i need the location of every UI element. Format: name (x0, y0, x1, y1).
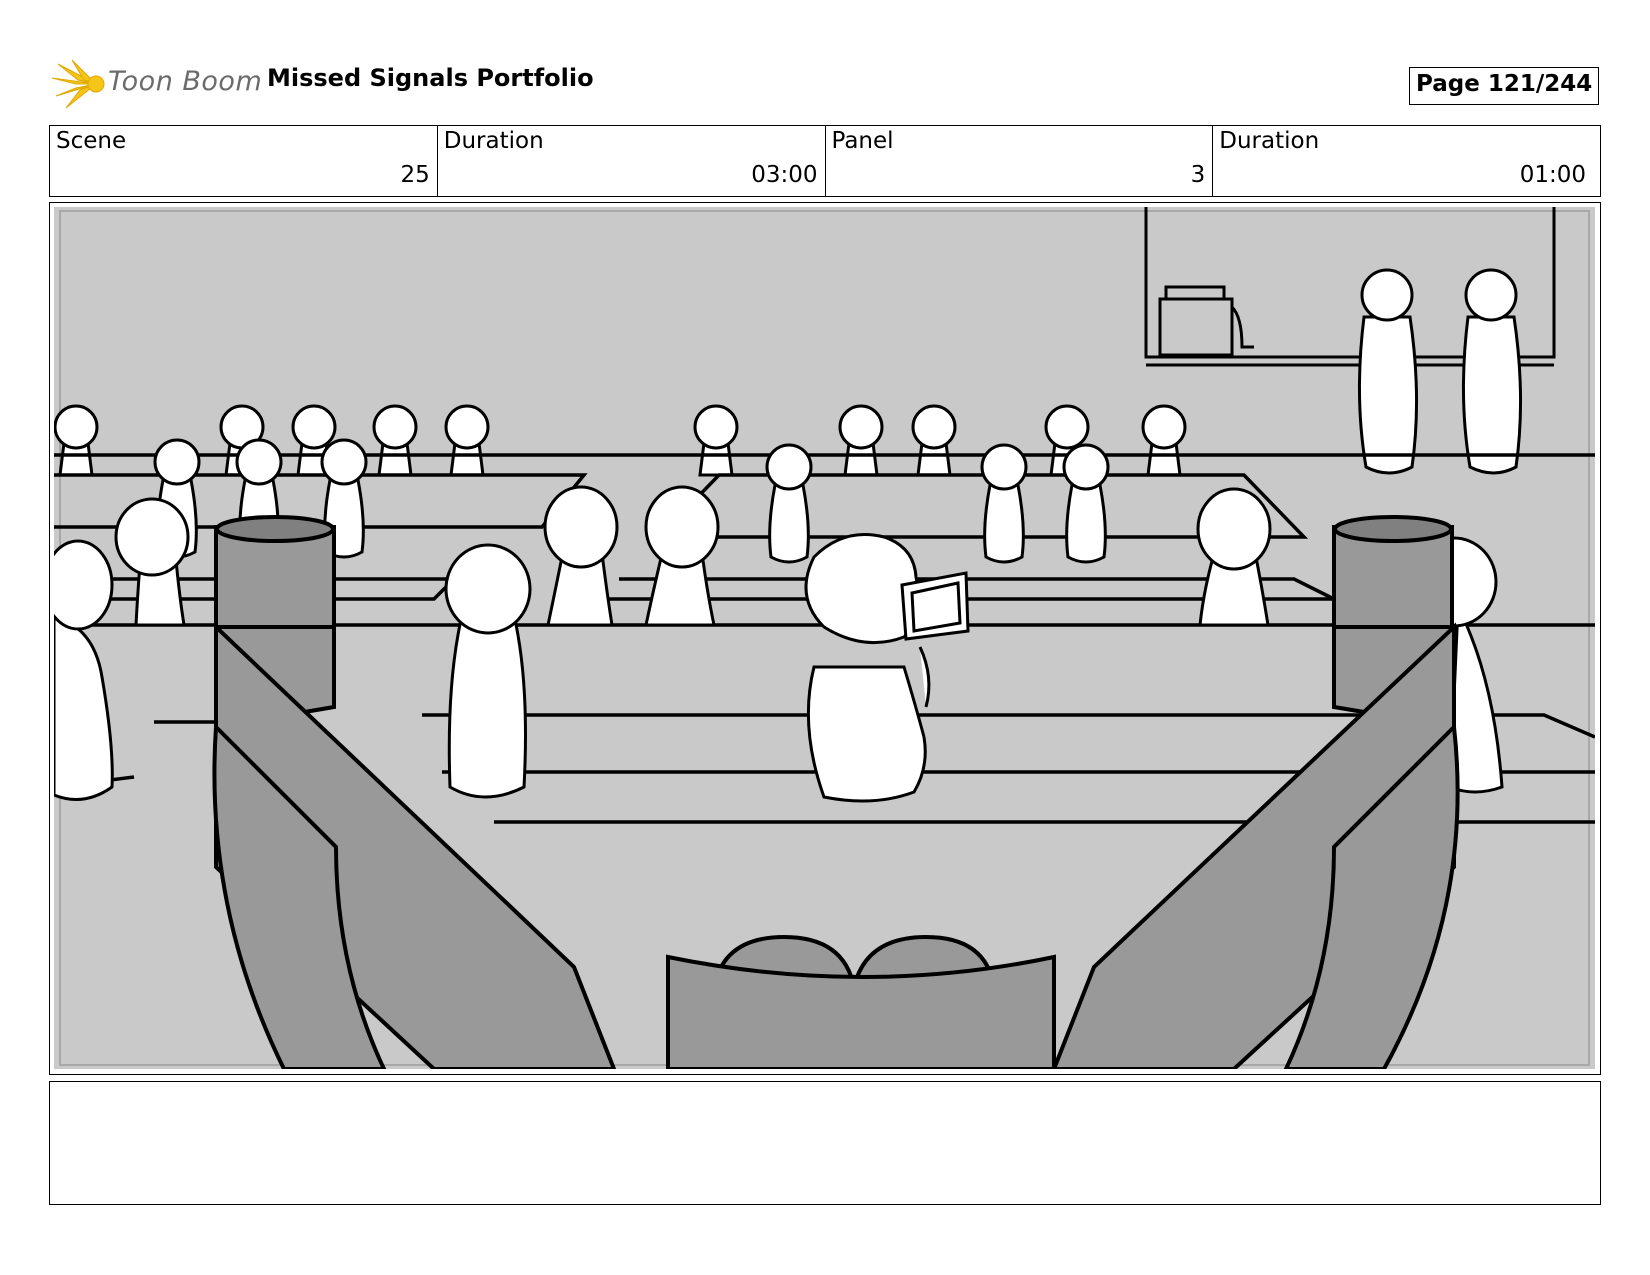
page-indicator: Page 121/244 (1409, 67, 1599, 105)
classroom-sketch (54, 207, 1595, 1069)
toon-boom-logo: Toon Boom (51, 56, 262, 112)
panel-duration-value: 01:00 (1519, 162, 1586, 188)
scene-duration-value: 03:00 (751, 162, 818, 188)
scene-value: 25 (400, 162, 430, 188)
logo-text: Toon Boom (108, 66, 263, 97)
scene-label: Scene (56, 128, 127, 154)
starburst-icon (51, 59, 105, 109)
panel-value: 3 (1190, 162, 1206, 188)
document-title: Missed Signals Portfolio (267, 64, 594, 92)
page-number: Page 121/244 (1416, 71, 1593, 97)
panel-duration-label: Duration (1219, 128, 1320, 154)
panel-duration-cell: Duration 01:00 (1213, 126, 1600, 196)
panel-cell: Panel 3 (826, 126, 1214, 196)
scene-duration-cell: Duration 03:00 (438, 126, 826, 196)
panel-label: Panel (831, 128, 894, 154)
action-notes-box (49, 1081, 1601, 1205)
storyboard-panel (49, 202, 1601, 1075)
scene-duration-label: Duration (443, 128, 544, 154)
scene-cell: Scene 25 (50, 126, 438, 196)
panel-info-table: Scene 25 Duration 03:00 Panel 3 Duration… (49, 125, 1601, 197)
